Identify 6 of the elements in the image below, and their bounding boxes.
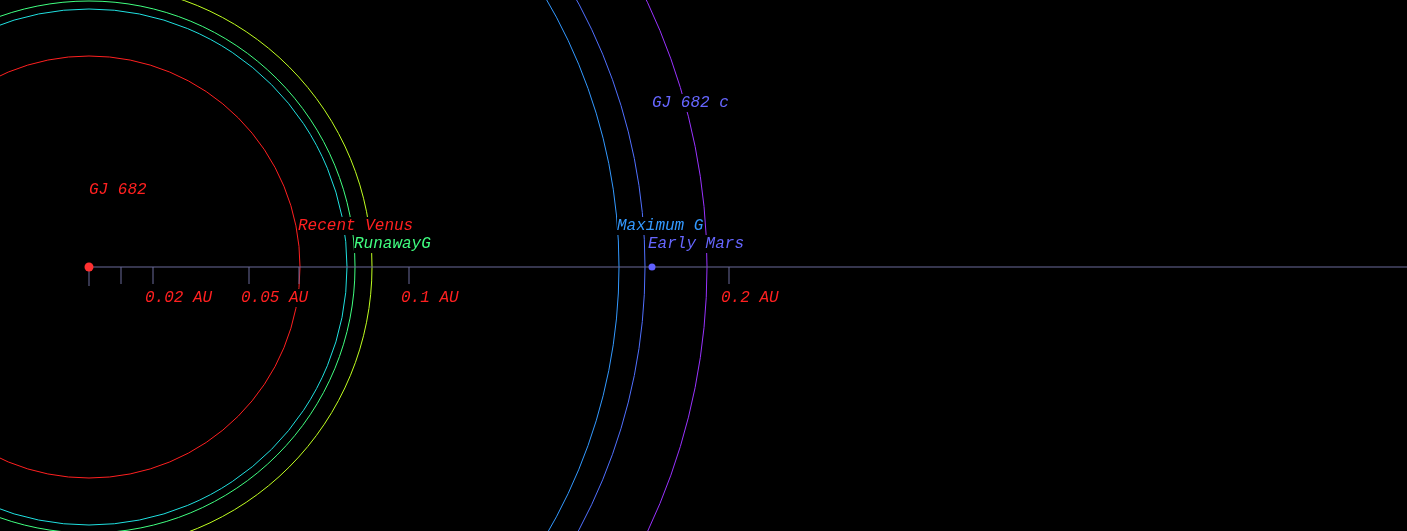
zone-label: Recent Venus (298, 217, 414, 235)
zone-label: Early Mars (648, 235, 744, 253)
scale-label: 0.05 AU (241, 289, 309, 307)
planet-label: GJ 682 c (652, 94, 729, 112)
zone-label: Maximum G (617, 217, 704, 235)
zone-label: RunawayG (354, 235, 431, 253)
